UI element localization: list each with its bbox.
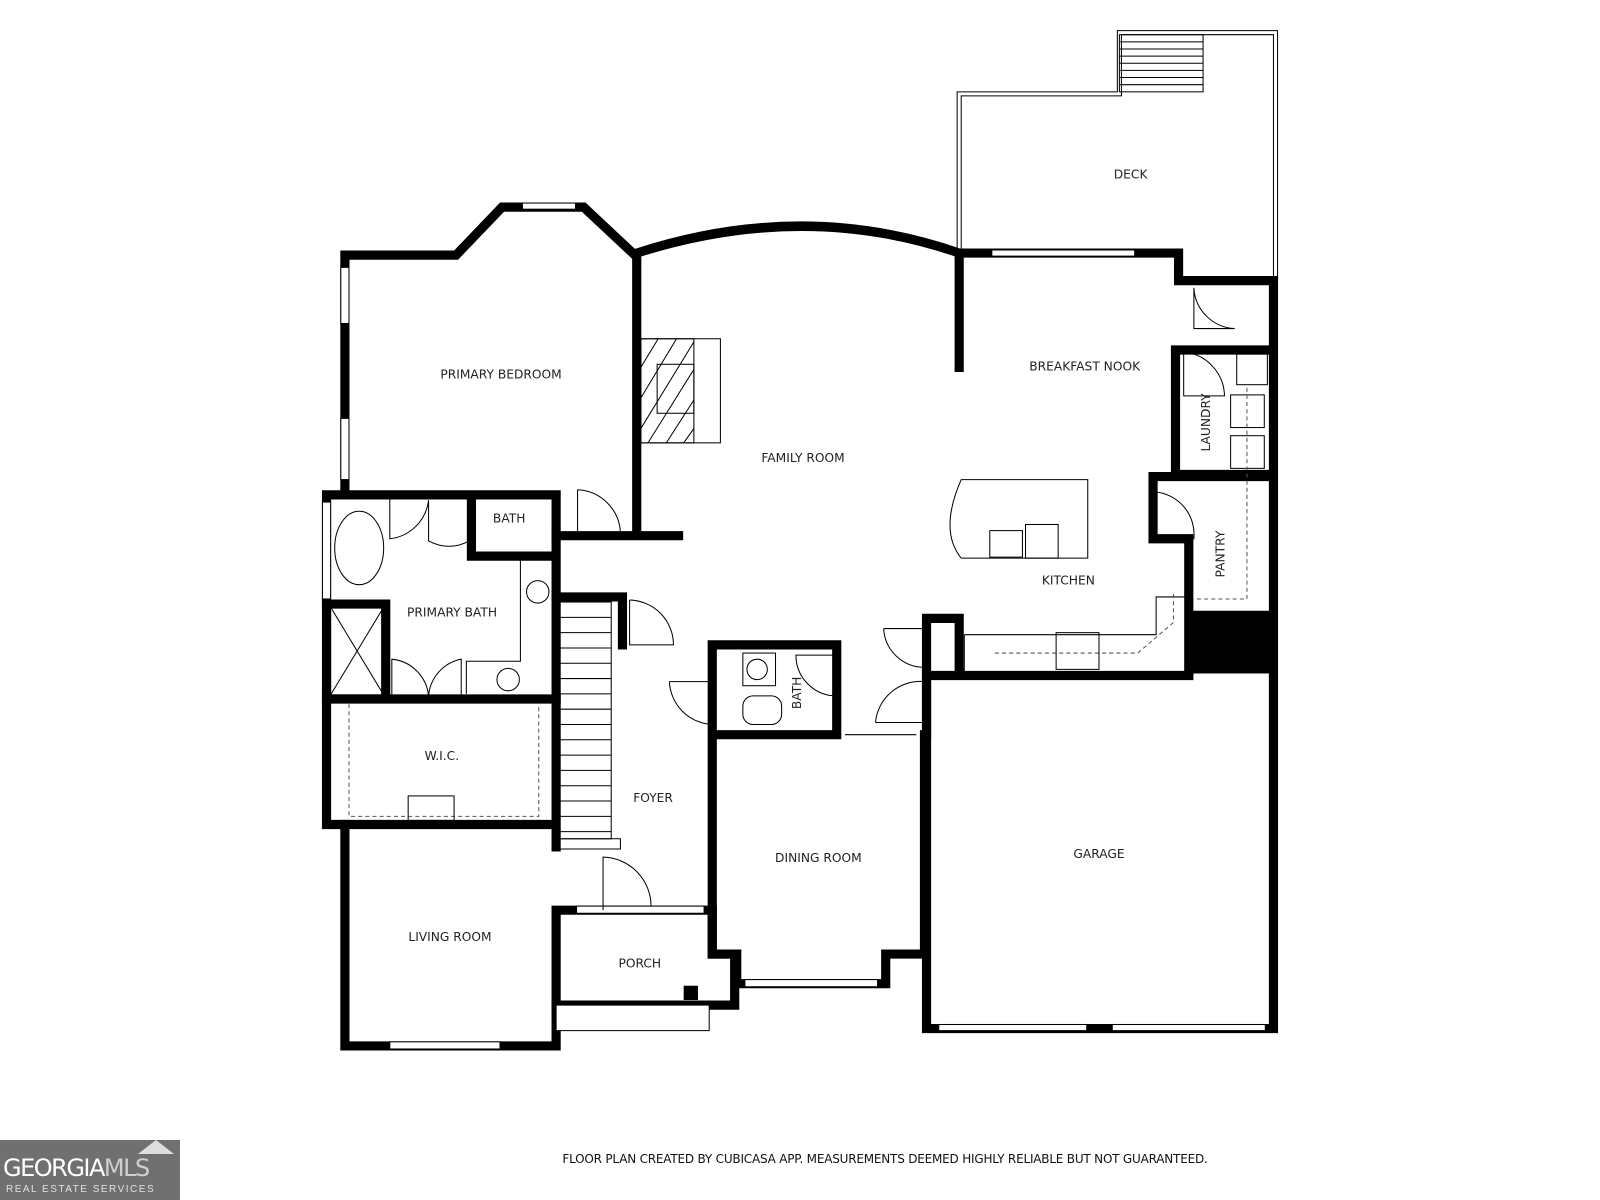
kitchen-counters (963, 591, 1187, 672)
label-laundry: LAUNDRY (1199, 393, 1213, 452)
logo-tagline: REAL ESTATE SERVICES (6, 1184, 156, 1195)
label-primary-bath: PRIMARY BATH (407, 605, 497, 619)
kitchen-island (949, 479, 1089, 559)
label-wic: W.I.C. (425, 749, 460, 763)
deck-stairs (1118, 34, 1204, 93)
porch-column (683, 985, 698, 1000)
doors[interactable] (389, 287, 1235, 911)
footer-disclaimer: FLOOR PLAN CREATED BY CUBICASA APP. MEAS… (562, 1152, 1208, 1166)
label-kitchen: KITCHEN (1042, 574, 1095, 588)
chimney-block (1191, 615, 1274, 674)
logo-brand-main: GEORGIA (3, 1154, 105, 1182)
label-porch: PORCH (618, 956, 661, 970)
label-bath-lower: BATH (790, 677, 804, 709)
label-family-room: FAMILY ROOM (761, 451, 844, 465)
georgia-mls-logo: GEORGIAMLS REAL ESTATE SERVICES (0, 1140, 180, 1200)
label-breakfast-nook: BREAKFAST NOOK (1029, 359, 1141, 373)
label-pantry: PANTRY (1213, 530, 1227, 577)
logo-brand-accent: MLS (103, 1154, 150, 1182)
laundry-fixtures (1195, 353, 1268, 600)
fireplace (640, 338, 721, 444)
label-living-room: LIVING ROOM (408, 930, 491, 944)
stove (1055, 632, 1100, 670)
deck (956, 30, 1279, 281)
windows (321, 202, 1266, 1050)
roof-icon (138, 1140, 174, 1154)
label-deck: DECK (1114, 168, 1149, 182)
label-garage: GARAGE (1073, 847, 1124, 861)
label-dining-room: DINING ROOM (775, 851, 862, 865)
label-foyer: FOYER (633, 791, 673, 805)
label-primary-bedroom: PRIMARY BEDROOM (440, 368, 561, 382)
label-bath-upper: BATH (493, 511, 526, 525)
bath-fixtures (742, 652, 783, 726)
primary-bath-fixtures (330, 510, 550, 821)
walls (321, 202, 1279, 1051)
interior-stairs (557, 601, 621, 850)
